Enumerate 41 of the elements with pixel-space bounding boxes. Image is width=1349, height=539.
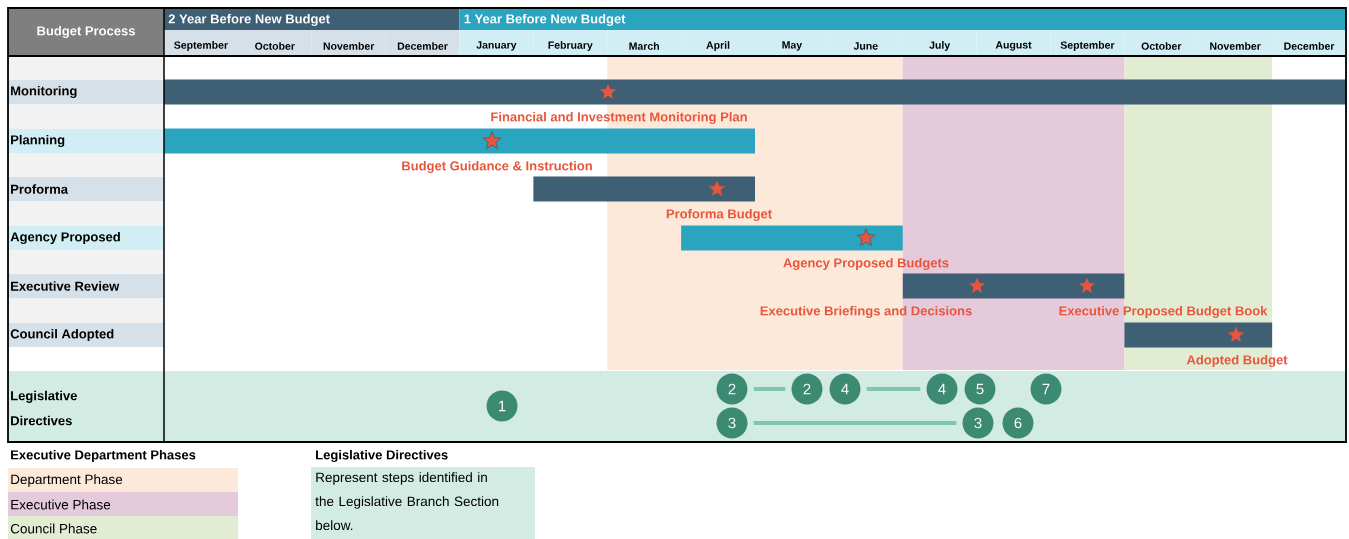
month-header: April — [681, 30, 755, 56]
milestone-label: Executive Briefings and Decisions — [760, 305, 972, 319]
legend-item: Council Phase — [8, 516, 238, 539]
connector-line — [753, 421, 957, 425]
row-label: Proforma — [8, 177, 164, 201]
month-header: October — [1124, 30, 1199, 56]
month-header: November — [1198, 30, 1273, 56]
month-header: March — [607, 30, 682, 56]
month-header: September — [1050, 30, 1125, 56]
milestone-label: Adopted Budget — [1186, 354, 1288, 368]
row-label: Council Adopted — [8, 323, 164, 347]
month-header: August — [976, 30, 1051, 56]
legend-item: Executive Phase — [8, 492, 238, 516]
legend-item: Department Phase — [8, 468, 238, 492]
milestone-label: Agency Proposed Budgets — [783, 257, 949, 271]
month-header: January — [459, 30, 534, 56]
milestone-label: Budget Guidance & Instruction — [402, 160, 592, 174]
month-header: October — [237, 30, 312, 56]
month-header: July — [902, 30, 977, 56]
connector-line — [753, 387, 786, 391]
legend-heading: Legislative Directives — [316, 449, 448, 463]
legend-heading: Executive Department Phases — [11, 449, 196, 463]
connector-line — [866, 387, 921, 391]
row-label: Executive Review — [8, 274, 164, 298]
month-header: February — [533, 30, 608, 56]
milestone-label: Proforma Budget — [666, 208, 772, 222]
month-header: December — [385, 30, 460, 56]
row-label: Monitoring — [8, 80, 164, 104]
year-header: 1 Year Before New Budget — [459, 8, 1346, 30]
month-header: December — [1272, 30, 1346, 56]
row-label: Planning — [8, 129, 164, 153]
month-header: May — [755, 30, 829, 56]
legend-item: Represent steps identified in the Legislative Branch Section below. — [311, 467, 535, 539]
milestone-label: Executive Proposed Budget Book — [1059, 305, 1268, 319]
row-label: Agency Proposed — [8, 226, 164, 250]
month-header: June — [828, 30, 903, 56]
header-cell: Budget Process — [8, 8, 164, 56]
month-header: September — [164, 30, 238, 56]
month-header: November — [311, 30, 386, 56]
milestone-label: Financial and Investment Monitoring Plan — [491, 111, 747, 125]
year-header: 2 Year Before New Budget — [164, 8, 460, 30]
